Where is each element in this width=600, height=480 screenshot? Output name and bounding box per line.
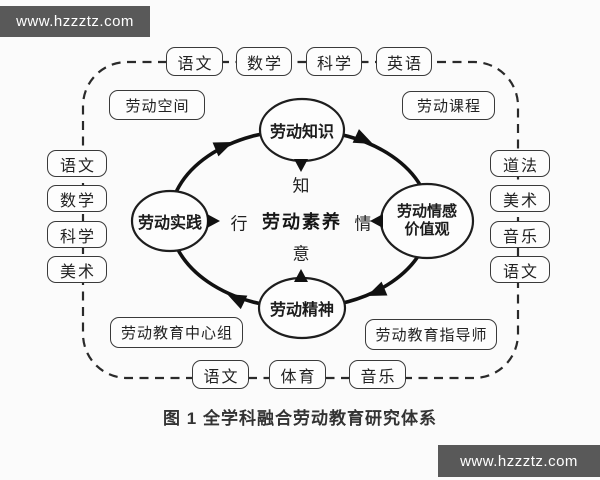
corner-label-labor-curriculum: 劳动课程: [402, 91, 495, 120]
cycle-arrow-icon: [367, 281, 388, 296]
center-core-label: 劳动素养: [262, 212, 342, 232]
cycle-arrow-icon: [352, 129, 373, 144]
inward-arrow-icon: [370, 214, 383, 228]
subject-box-top-1: 语文: [166, 47, 223, 76]
cycle-node-knowledge: 劳动知识: [269, 124, 335, 141]
subject-box-left-2: 数学: [47, 185, 107, 212]
cycle-node-values-line2: 价值观: [404, 221, 450, 238]
cycle-arrow-icon: [227, 294, 248, 310]
subject-box-top-4: 英语: [376, 47, 432, 76]
inward-arrow-icon: [294, 269, 308, 282]
subject-box-top-3: 科学: [306, 47, 362, 76]
center-xing-label: 行: [230, 214, 248, 234]
subject-box-right-3: 音乐: [490, 221, 550, 248]
center-qing-label: 情: [354, 214, 372, 234]
subject-box-bottom-2: 体育: [269, 360, 326, 389]
corner-label-labor-edu-center-group: 劳动教育中心组: [110, 317, 243, 348]
subject-box-bottom-1: 语文: [192, 360, 249, 389]
cycle-node-practice: 劳动实践: [137, 215, 203, 232]
subject-box-bottom-3: 音乐: [349, 360, 406, 389]
cycle-node-values: 劳动情感 价值观: [397, 203, 457, 239]
cycle-node-spirit: 劳动精神: [269, 302, 335, 319]
subject-box-right-2: 美术: [490, 185, 550, 212]
subject-box-right-4: 语文: [490, 256, 550, 283]
cycle-node-values-line1: 劳动情感: [396, 203, 458, 220]
corner-label-labor-space: 劳动空间: [109, 90, 205, 120]
figure-caption: 图 1 全学科融合劳动教育研究体系: [163, 409, 437, 428]
subject-box-left-4: 美术: [47, 256, 107, 283]
cycle-arrow-icon: [212, 142, 233, 157]
corner-label-labor-edu-instructor: 劳动教育指导师: [365, 319, 497, 350]
center-zhi-label: 知: [292, 176, 310, 196]
subject-box-top-2: 数学: [236, 47, 292, 76]
inward-arrow-icon: [207, 214, 220, 228]
inward-arrow-icon: [294, 159, 308, 172]
subject-box-left-3: 科学: [47, 221, 107, 248]
center-yi-label: 意: [292, 244, 310, 264]
subject-box-right-1: 道法: [490, 150, 550, 177]
watermark-banner-top: www.hzzztz.com: [0, 6, 150, 37]
subject-box-left-1: 语文: [47, 150, 107, 177]
watermark-banner-bottom: www.hzzztz.com: [438, 445, 600, 477]
